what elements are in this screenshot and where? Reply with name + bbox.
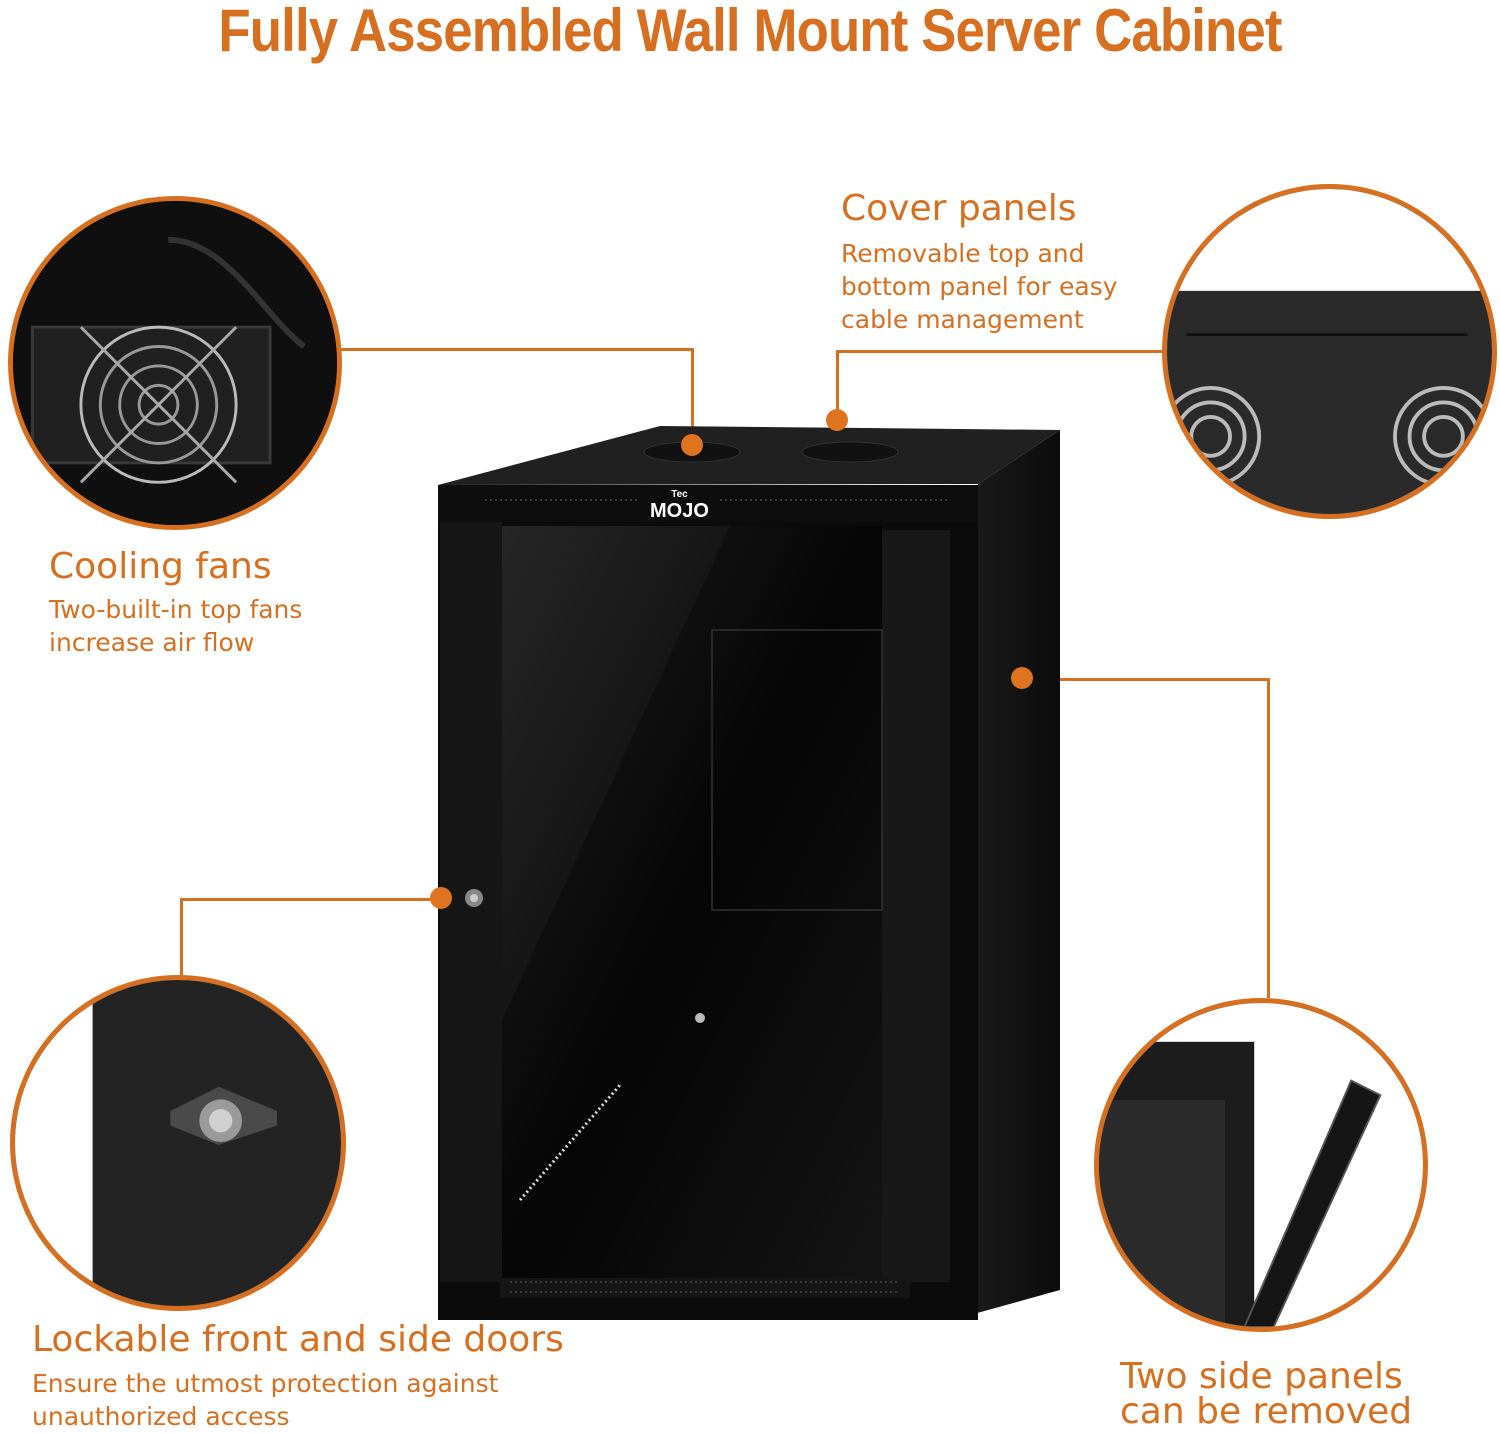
lock-line-1: Ensure the utmost protection against <box>32 1369 499 1398</box>
lock-closeup <box>10 975 346 1311</box>
cooling-line-1: Two-built-in top fans <box>49 595 303 624</box>
cooling-dot <box>681 434 703 456</box>
cooling-fan-closeup <box>8 196 342 530</box>
cover-line-2: bottom panel for easy <box>841 272 1118 301</box>
cover-panel-closeup <box>1162 184 1497 519</box>
brand-logo: Tec MOJO <box>650 489 709 523</box>
cover-line-1: Removable top and <box>841 239 1085 268</box>
side-line-2: can be removed <box>1120 1391 1413 1432</box>
lockable-doors-heading: Lockable front and side doors <box>32 1319 564 1360</box>
lock-connector-v <box>180 898 183 978</box>
lock-line-2: unauthorized access <box>32 1402 290 1431</box>
side-dot <box>1011 667 1033 689</box>
lockable-doors-description: Ensure the utmost protection against una… <box>32 1367 498 1433</box>
side-connector-v <box>1267 678 1270 998</box>
cooling-fans-description: Two-built-in top fans increase air flow <box>49 593 302 659</box>
cover-panels-description: Removable top and bottom panel for easy … <box>841 237 1118 336</box>
cover-dot <box>826 409 848 431</box>
lock-dot <box>430 887 452 909</box>
lock-icon <box>15 980 341 1306</box>
brand-top: Tec <box>671 489 688 500</box>
fan-icon <box>13 201 337 525</box>
cover-connector-h <box>836 350 1166 353</box>
cover-line-3: cable management <box>841 305 1084 334</box>
side-panel-icon <box>1099 1003 1423 1327</box>
cooling-line-2: increase air flow <box>49 628 255 657</box>
cooling-connector-h <box>336 348 693 351</box>
brand-name: MOJO <box>650 500 709 522</box>
lock-connector-h <box>180 898 442 901</box>
cover-panels-heading: Cover panels <box>841 188 1077 229</box>
cooling-connector-v <box>691 348 694 444</box>
server-cabinet-image <box>438 426 1060 1320</box>
side-connector-h <box>1022 678 1270 681</box>
side-panel-closeup <box>1094 998 1428 1332</box>
side-line-1: Two side panels <box>1120 1356 1403 1397</box>
page-title: Fully Assembled Wall Mount Server Cabine… <box>218 0 1282 64</box>
cover-connector-v <box>836 350 839 420</box>
cooling-fans-heading: Cooling fans <box>49 546 272 587</box>
panel-icon <box>1167 189 1492 514</box>
side-panels-heading: Two side panels can be removed <box>1120 1356 1413 1432</box>
